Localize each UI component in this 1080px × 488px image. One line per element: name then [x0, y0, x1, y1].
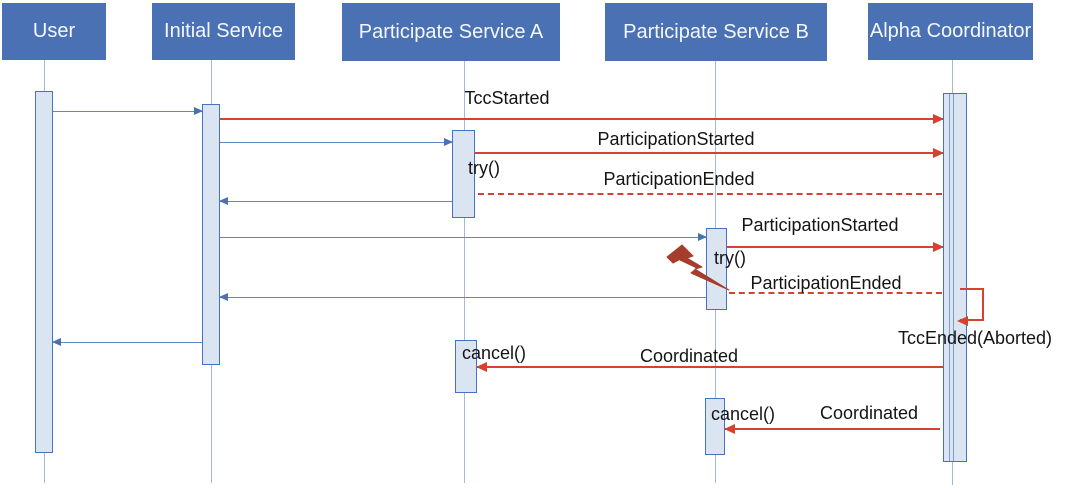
participant-participate-b-label: Participate Service B — [623, 20, 809, 43]
activation-bar-serviceA-try — [452, 130, 475, 218]
participant-user: User — [2, 3, 106, 60]
operation-label-cancel-b: cancel() — [711, 404, 776, 424]
participant-participate-b: Participate Service B — [605, 3, 827, 61]
message-arrow-participation-started-b — [727, 242, 944, 252]
activation-bar-serviceA-cancel — [455, 340, 477, 393]
arrowhead-icon — [724, 424, 735, 434]
message-arrow-serviceA-to-initial — [219, 196, 452, 205]
message-label-tcc-started: TccStarted — [464, 88, 550, 108]
message-arrow-serviceB-to-initial — [219, 292, 706, 301]
activation-bar-initial-service — [202, 104, 220, 365]
operation-label-try-a: try() — [468, 158, 500, 178]
arrowhead-icon — [52, 337, 61, 346]
operation-label-cancel-a: cancel() — [462, 343, 527, 363]
lifeline-participate-a — [464, 61, 465, 483]
message-arrow-tcc-started — [220, 114, 944, 124]
arrowhead-icon — [957, 316, 968, 326]
message-arrow-initial-to-serviceA — [220, 137, 453, 146]
message-arrow-initial-to-serviceB — [220, 232, 707, 241]
activation-bar-coordinator — [943, 93, 967, 462]
participant-participate-a-label: Participate Service A — [358, 20, 544, 43]
activation-bar-coordinator-nested-line — [953, 94, 954, 461]
arrowhead-icon — [219, 196, 228, 205]
arrowhead-icon — [194, 106, 203, 115]
message-label-participation-started-b: ParticipationStarted — [741, 215, 899, 235]
message-label-tcc-ended-aborted: TccEnded(Aborted) — [897, 328, 1053, 348]
message-arrow-coordinated-b — [724, 424, 940, 434]
participant-participate-a: Participate Service A — [342, 3, 560, 61]
message-arrow-participation-ended-b — [729, 292, 942, 294]
message-label-participation-ended-a: ParticipationEnded — [603, 169, 755, 189]
lightning-bolt-icon — [666, 244, 730, 291]
arrowhead-icon — [219, 292, 228, 301]
message-arrow-participation-ended-a — [478, 193, 942, 195]
arrowhead-icon — [698, 232, 707, 241]
participant-coordinator-label: Alpha Coordinator — [869, 20, 1032, 42]
message-label-participation-ended-b: ParticipationEnded — [750, 273, 902, 293]
arrowhead-icon — [933, 114, 944, 124]
arrowhead-icon — [476, 362, 487, 372]
message-arrow-user-to-initial — [53, 106, 203, 115]
activation-bar-user — [35, 91, 53, 453]
arrowhead-icon — [444, 137, 453, 146]
participant-coordinator: Alpha Coordinator — [868, 3, 1033, 60]
message-arrow-coordinated-a — [476, 362, 943, 372]
message-arrow-initial-to-user — [52, 337, 202, 346]
message-label-participation-started-a: ParticipationStarted — [597, 129, 755, 149]
activation-bar-coordinator-nested-line — [949, 94, 950, 461]
activation-bar-serviceB-cancel — [705, 398, 725, 455]
message-label-coordinated-b: Coordinated — [819, 403, 919, 423]
message-arrow-participation-started-a — [475, 148, 944, 158]
arrowhead-icon — [933, 242, 944, 252]
self-message-loop-tcc-ended — [957, 288, 984, 326]
participant-initial-service: Initial Service — [152, 3, 295, 60]
activation-bar-serviceB-try — [706, 228, 727, 310]
participant-initial-service-label: Initial Service — [164, 20, 283, 42]
message-label-coordinated-a: Coordinated — [639, 346, 739, 366]
arrowhead-icon — [933, 148, 944, 158]
participant-user-label: User — [32, 20, 76, 42]
operation-label-try-b: try() — [714, 248, 746, 268]
